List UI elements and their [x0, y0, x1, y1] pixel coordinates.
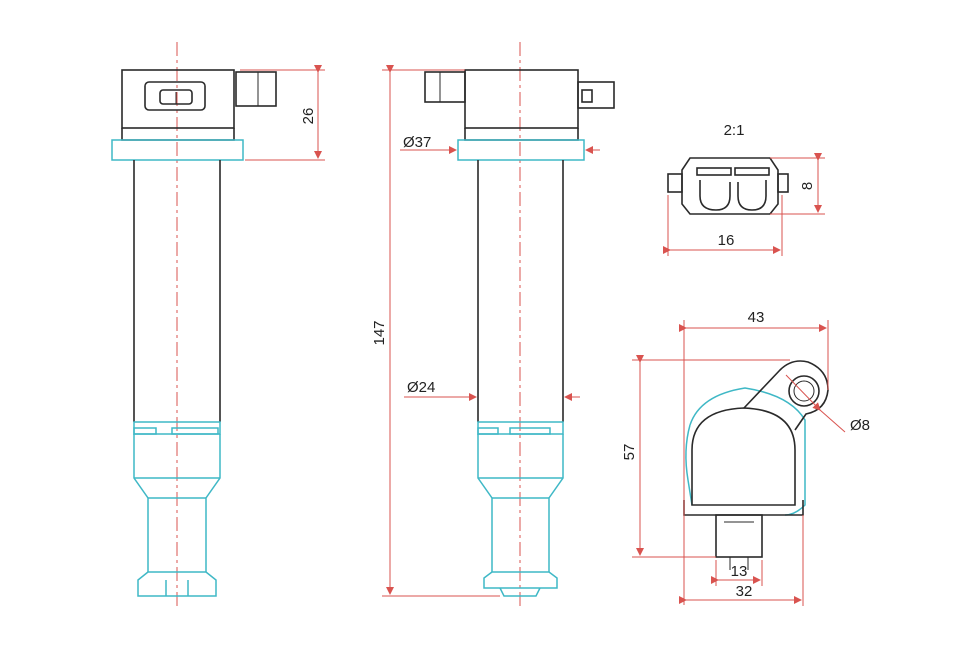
dim-label-16: 16 [718, 232, 735, 249]
coil-body [477, 160, 564, 422]
dim-label-147: 147 [371, 320, 388, 345]
rubber-boot [477, 421, 564, 597]
dim-label-hole-diameter: Ø8 [850, 417, 870, 434]
coil-head [121, 69, 235, 129]
right-tab [577, 81, 615, 109]
dim-label-8: 8 [799, 182, 816, 190]
top-view [632, 320, 846, 606]
dim-label-26: 26 [300, 108, 317, 125]
dim-label-57: 57 [621, 444, 638, 461]
dim-label-body-diameter: Ø24 [407, 379, 435, 396]
dim-label-32: 32 [736, 583, 753, 600]
mounting-hole [788, 375, 820, 407]
dim-label-13: 13 [731, 563, 748, 580]
front-view-middle [382, 42, 615, 610]
left-tab [424, 71, 466, 103]
flange [111, 139, 244, 161]
coil-body-top [691, 407, 796, 506]
dim-label-43: 43 [748, 309, 765, 326]
dim-label-flange-diameter: Ø37 [403, 134, 431, 151]
side-view-left [111, 42, 325, 610]
scale-label: 2:1 [724, 122, 745, 139]
connector-detail [663, 153, 825, 256]
plug [715, 514, 763, 558]
mounting-ear [743, 360, 829, 431]
flange [457, 139, 585, 161]
coil-body [133, 160, 221, 422]
connector-socket [144, 81, 206, 111]
side-tab [235, 71, 277, 107]
coil-head [464, 69, 579, 129]
boot-outline [689, 387, 806, 516]
rubber-boot [133, 421, 221, 597]
